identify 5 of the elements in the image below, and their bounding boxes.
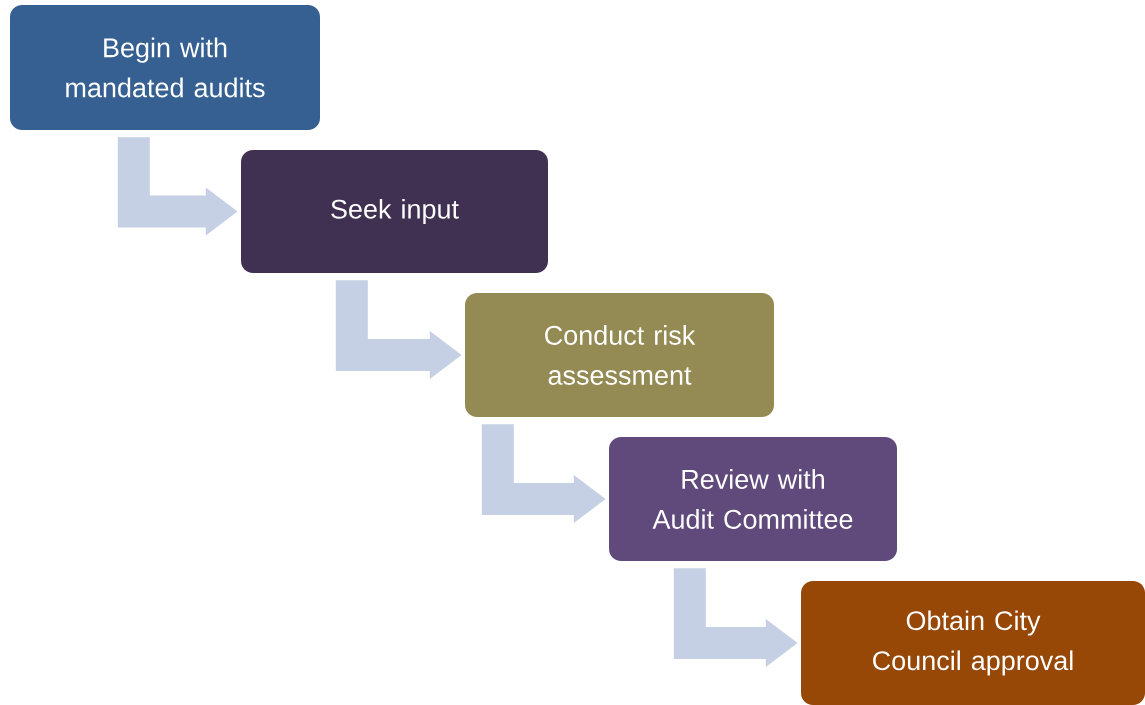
process-box: Review with Audit Committee bbox=[609, 437, 897, 561]
process-box: Obtain City Council approval bbox=[801, 581, 1145, 705]
process-box: Begin with mandated audits bbox=[10, 5, 320, 130]
process-box: Seek input bbox=[241, 150, 548, 273]
process-box: Conduct risk assessment bbox=[465, 293, 774, 417]
